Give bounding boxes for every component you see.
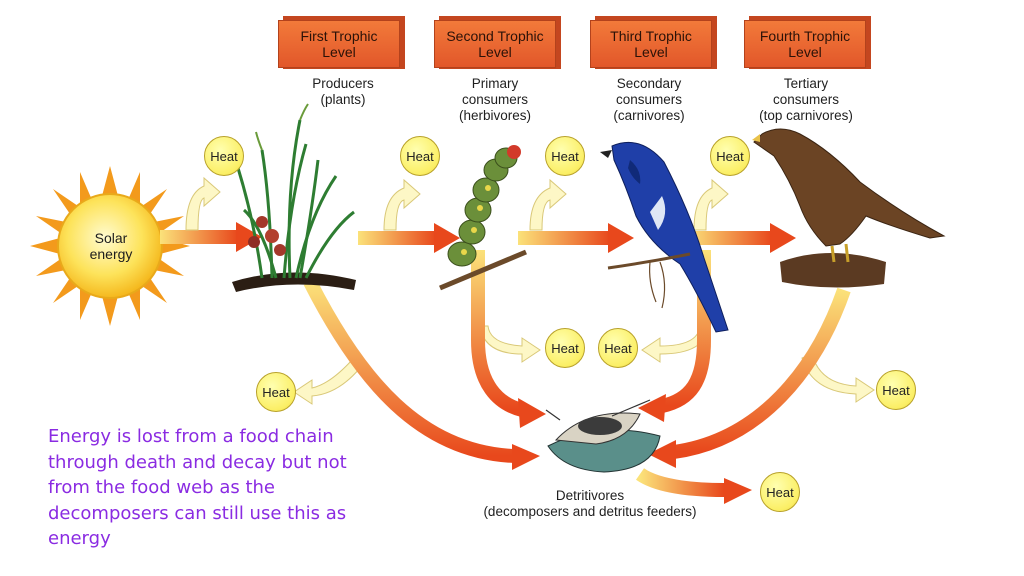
- sun-icon: [30, 166, 190, 326]
- heat-bubble-secondary: Heat: [545, 136, 585, 176]
- energy-loss-note: Energy is lost from a food chain through…: [48, 424, 408, 552]
- trophic-level-2-title: Second Trophic: [446, 28, 544, 44]
- producers-line2: (plants): [320, 92, 366, 107]
- primary-consumers-line1: Primary: [471, 76, 519, 91]
- plant-illustration: [232, 103, 356, 292]
- heat-bubble-producers-decay: Heat: [256, 372, 296, 412]
- trophic-level-2-subtitle: Level: [478, 44, 512, 60]
- solar-energy-line1: Solar: [94, 230, 128, 246]
- heat-bubble-secondary-lower: Heat: [598, 328, 638, 368]
- trophic-level-2-box: Second Trophic Level: [434, 20, 556, 68]
- bird-illustration: [600, 142, 729, 333]
- secondary-consumers-line1: Secondary: [616, 76, 682, 91]
- heat-bubble-tertiary: Heat: [710, 136, 750, 176]
- trophic-level-1-subtitle: Level: [322, 44, 356, 60]
- trophic-level-4-title: Fourth Trophic: [759, 28, 851, 44]
- heat-bubble-primary-lower: Heat: [545, 328, 585, 368]
- tertiary-consumers-line1: Tertiary: [783, 76, 829, 91]
- primary-consumers-caption: Primary consumers (herbivores): [440, 76, 550, 124]
- trophic-level-3-subtitle: Level: [634, 44, 668, 60]
- producers-line1: Producers: [312, 76, 374, 91]
- trophic-level-1-box: First Trophic Level: [278, 20, 400, 68]
- solar-energy-line2: energy: [89, 246, 133, 262]
- heat-bubble-primary: Heat: [400, 136, 440, 176]
- decay-flow-arrows: [303, 250, 851, 504]
- detritivores-line1: Detritivores: [555, 488, 625, 503]
- heat-bubble-detritivores: Heat: [760, 472, 800, 512]
- producers-caption: Producers (plants): [288, 76, 398, 108]
- heat-bubble-tertiary-lower: Heat: [876, 370, 916, 410]
- note-line-1: Energy is lost from a food chain: [48, 426, 334, 447]
- note-line-5: energy: [48, 528, 111, 549]
- detritivores-illustration: [545, 399, 661, 473]
- heat-bubble-producers: Heat: [204, 136, 244, 176]
- caterpillar-illustration: [439, 145, 527, 291]
- solar-energy-label: Solar energy: [76, 230, 146, 262]
- heat-loss-arrows: [185, 176, 875, 405]
- trophic-level-3-title: Third Trophic: [610, 28, 692, 44]
- secondary-consumers-caption: Secondary consumers (carnivores): [594, 76, 704, 124]
- trophic-level-4-subtitle: Level: [788, 44, 822, 60]
- note-line-4: decomposers can still use this as: [48, 502, 347, 524]
- trophic-level-3-box: Third Trophic Level: [590, 20, 712, 68]
- hawk-illustration: [752, 128, 946, 288]
- detritivores-caption: Detritivores (decomposers and detritus f…: [460, 488, 720, 520]
- secondary-consumers-line2: consumers: [615, 92, 683, 107]
- secondary-consumers-line3: (carnivores): [613, 108, 685, 123]
- detritivores-line2: (decomposers and detritus feeders): [483, 504, 697, 519]
- primary-consumers-line2: consumers: [461, 92, 529, 107]
- note-line-3: from the food web as the: [48, 477, 275, 498]
- tertiary-consumers-line2: consumers: [772, 92, 840, 107]
- primary-consumers-line3: (herbivores): [458, 108, 532, 123]
- tertiary-consumers-line3: (top carnivores): [759, 108, 853, 123]
- trophic-level-1-title: First Trophic: [300, 28, 378, 44]
- trophic-level-4-box: Fourth Trophic Level: [744, 20, 866, 68]
- note-line-2: through death and decay but not: [48, 451, 347, 473]
- energy-flow-arrows: [160, 222, 796, 253]
- tertiary-consumers-caption: Tertiary consumers (top carnivores): [744, 76, 868, 124]
